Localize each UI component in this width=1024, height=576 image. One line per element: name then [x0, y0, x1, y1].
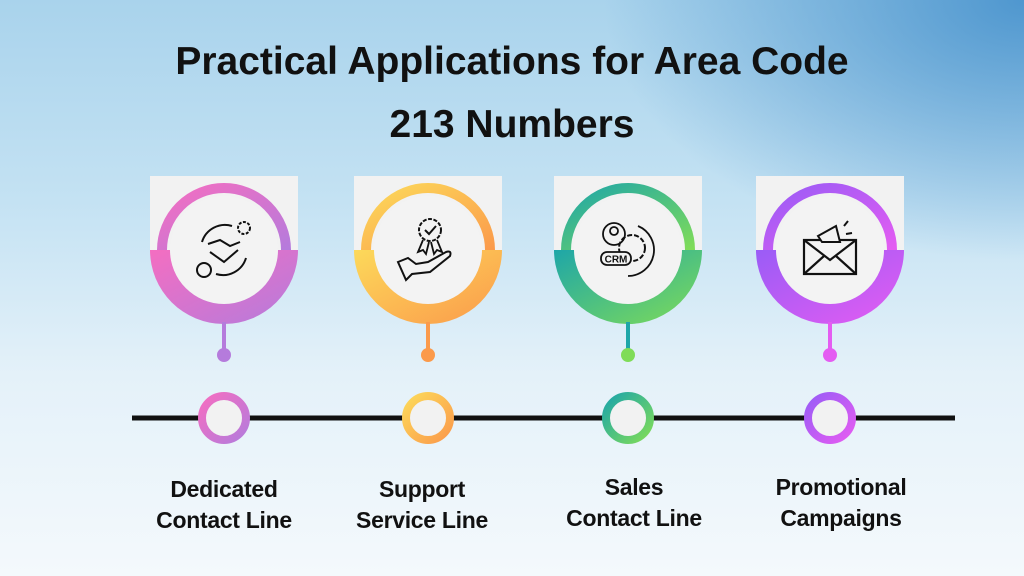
label-promotional-campaigns: Promotional Campaigns — [731, 472, 951, 534]
title-line-2: 213 Numbers — [389, 103, 635, 146]
connector-dot — [217, 348, 231, 362]
label-line: Campaigns — [780, 505, 902, 531]
label-line: Service Line — [356, 507, 488, 533]
title-line-1: Practical Applications for Area Code — [175, 40, 849, 83]
label-line: Support — [378, 476, 466, 502]
card-ring — [157, 183, 291, 251]
card-4 — [756, 176, 904, 444]
crm-icon: CRM — [600, 222, 655, 277]
label-line: Contact Line — [566, 505, 702, 531]
card-2 — [354, 176, 502, 444]
email-megaphone-icon — [802, 220, 858, 276]
card-1 — [150, 176, 298, 444]
label-line: Sales — [604, 474, 664, 500]
card-ring — [361, 183, 495, 251]
handshake-cycle-icon — [196, 221, 251, 278]
timeline-node — [198, 392, 250, 444]
timeline-node — [804, 392, 856, 444]
label-line: Promotional — [775, 474, 907, 500]
card-ring — [763, 183, 897, 251]
icon-circle — [574, 196, 682, 304]
card-3: CRM — [554, 176, 702, 444]
award-hand-icon — [396, 218, 452, 282]
label-line: Dedicated — [170, 476, 278, 502]
icon-circle — [170, 196, 278, 304]
timeline-node — [602, 392, 654, 444]
icon-circle — [374, 196, 482, 304]
timeline-node — [402, 392, 454, 444]
connector-dot — [621, 348, 635, 362]
icon-circle — [776, 196, 884, 304]
label-dedicated-contact-line: Dedicated Contact Line — [114, 474, 334, 536]
page-title: Practical Applications for Area Code 213… — [0, 30, 1024, 156]
label-line: Contact Line — [156, 507, 292, 533]
label-sales-contact-line: Sales Contact Line — [524, 472, 744, 534]
connector-dot — [421, 348, 435, 362]
label-support-service-line: Support Service Line — [312, 474, 532, 536]
crm-text: CRM — [605, 255, 628, 266]
card-ring — [561, 183, 695, 251]
connector-dot — [823, 348, 837, 362]
